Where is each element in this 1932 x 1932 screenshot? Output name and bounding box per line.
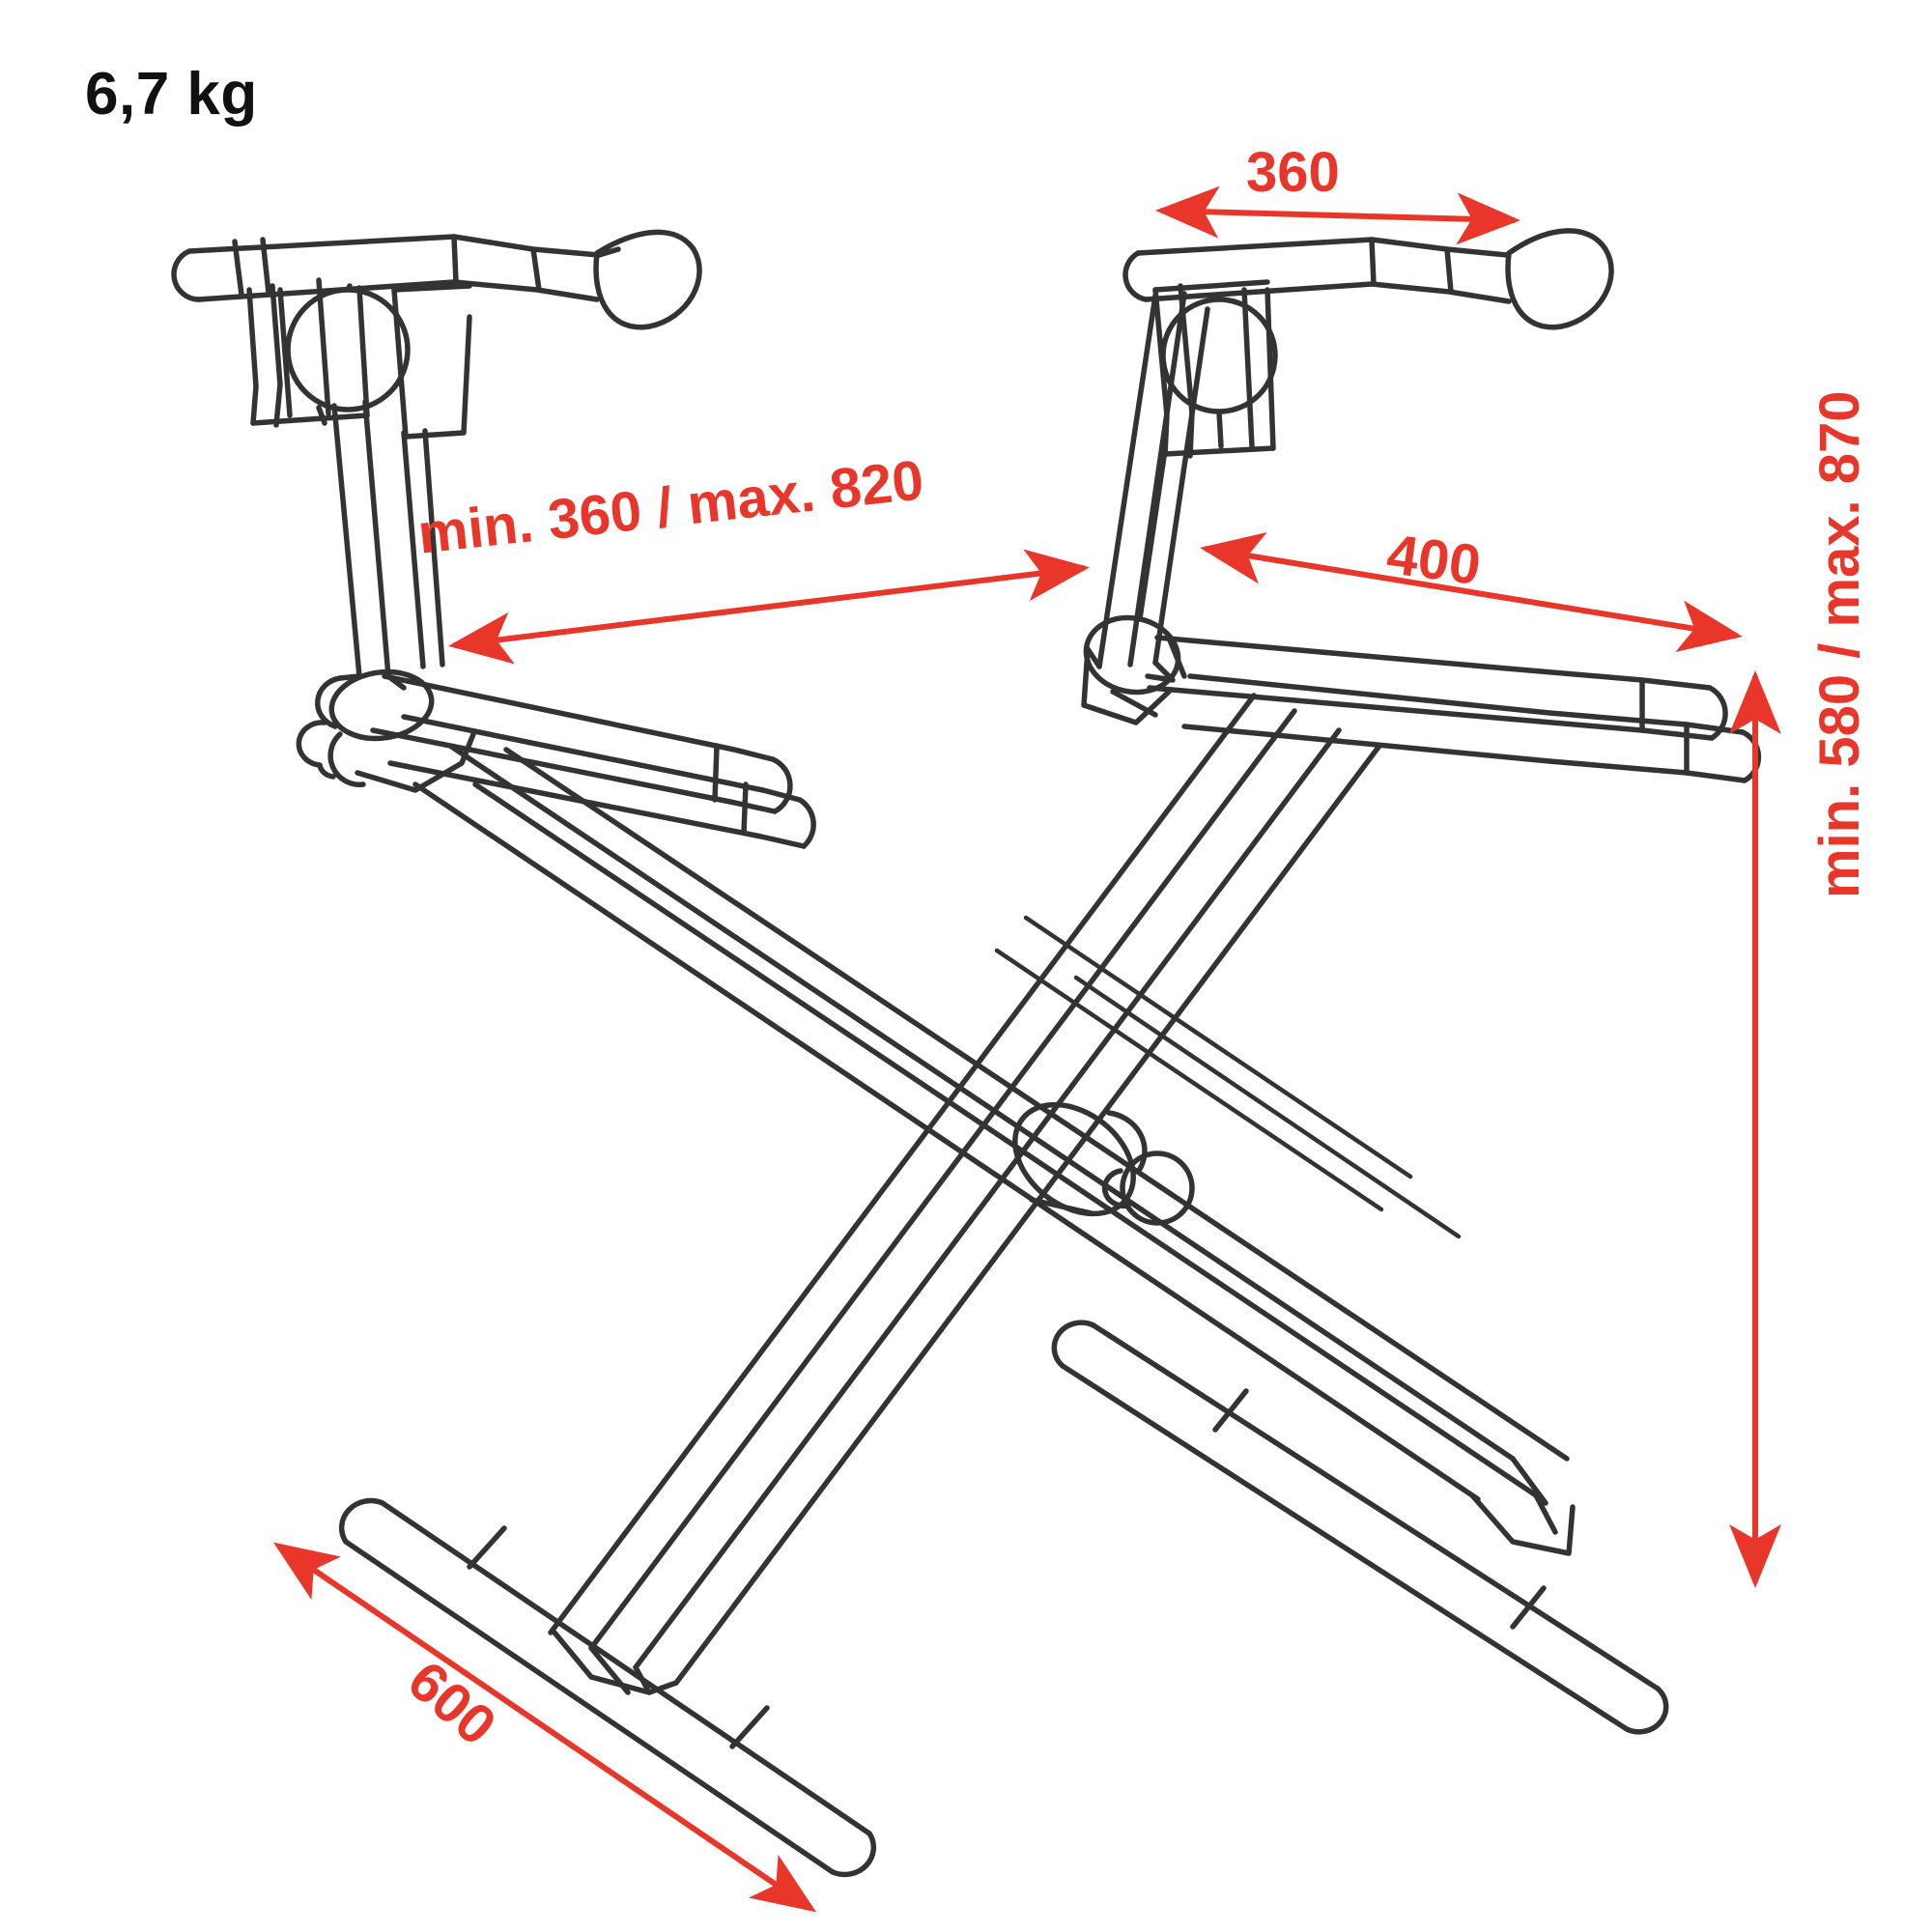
x-brace-leg-a bbox=[412, 743, 1570, 1502]
stand-linework bbox=[171, 228, 1762, 1878]
dim-arrow-arm-depth bbox=[1155, 185, 1520, 245]
center-pivot-knob bbox=[1012, 1101, 1195, 1226]
dim-arrow-foot-width bbox=[273, 1542, 816, 1913]
dimension-label-arm-depth: 360 bbox=[1246, 141, 1340, 204]
dimension-arrows bbox=[273, 185, 1781, 1913]
left-vertical-post bbox=[331, 399, 445, 679]
left-upper-cross-tube bbox=[355, 673, 816, 849]
right-upper-cross-tube bbox=[1145, 635, 1762, 783]
left-support-arm bbox=[171, 229, 702, 440]
left-pivot-hub bbox=[296, 668, 435, 787]
dimension-label-height: min. 580 / max. 870 bbox=[1808, 390, 1871, 898]
inner-support-struts bbox=[994, 915, 1462, 1239]
dimension-label-base-depth: 400 bbox=[1383, 523, 1485, 598]
right-floor-foot bbox=[1051, 1320, 1669, 1735]
right-vertical-post bbox=[1096, 291, 1210, 669]
dim-arrow-arm-spacing bbox=[448, 549, 1090, 665]
right-support-arm bbox=[1122, 228, 1614, 459]
dim-arrow-base-depth bbox=[1200, 532, 1743, 652]
weight-label: 6,7 kg bbox=[85, 61, 258, 128]
x-brace-leg-b bbox=[548, 693, 1382, 1686]
